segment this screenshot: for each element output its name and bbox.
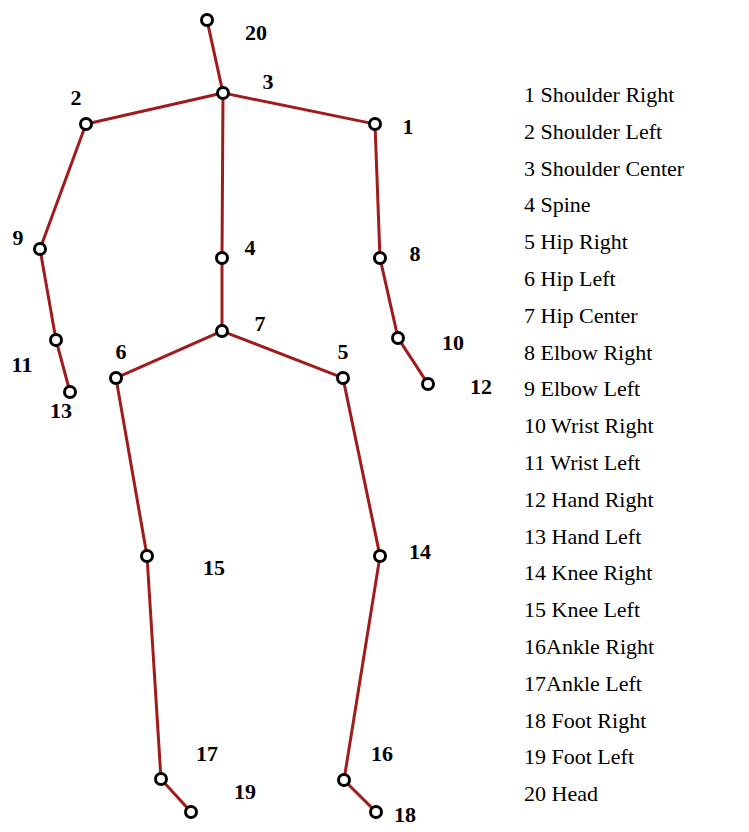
joint-circle: 7	[215, 324, 229, 338]
joint-legend-text: 1 Shoulder Right	[524, 84, 674, 106]
joint-number: 7	[255, 313, 266, 335]
joint-number: 8	[410, 243, 421, 265]
joint-legend-text: 8 Elbow Right	[524, 342, 652, 364]
bone-line	[122, 334, 215, 375]
joint-number: 11	[12, 354, 33, 376]
joint-circle: 4	[215, 251, 229, 265]
joint-number: 10	[442, 332, 464, 354]
joint-number: 17	[196, 743, 218, 765]
joint-legend-text: 7 Hip Center	[524, 305, 638, 327]
joint-legend-text: 10 Wrist Right	[524, 415, 654, 437]
bone-line	[402, 344, 424, 378]
joint-circle: 3	[216, 86, 230, 100]
joint-circle: 17	[154, 772, 168, 786]
joint-number: 20	[245, 22, 267, 44]
joint-number: 16	[371, 743, 393, 765]
joint-number: 2	[71, 87, 82, 109]
joint-circle: 14	[373, 549, 387, 563]
joint-circle: 19	[184, 805, 198, 819]
bone-line	[221, 265, 224, 324]
joint-legend-text: 14 Knee Right	[524, 562, 652, 584]
joint-circle: 11	[49, 333, 63, 347]
joint-circle: 10	[391, 331, 405, 345]
joint-circle: 2	[79, 117, 93, 131]
joint-circle: 12	[421, 377, 435, 391]
bone-line	[58, 347, 68, 385]
joint-legend-text: 9 Elbow Left	[524, 378, 640, 400]
bone-line	[345, 563, 379, 773]
bone-line	[382, 265, 397, 331]
bone-line	[41, 256, 55, 333]
bone-line	[166, 784, 187, 807]
joint-number: 1	[403, 116, 414, 138]
joint-legend-text: 6 Hip Left	[524, 268, 616, 290]
joint-legend-text: 17Ankle Left	[524, 673, 642, 695]
joint-number: 6	[116, 341, 127, 363]
bone-line	[344, 385, 378, 549]
joint-legend-text: 3 Shoulder Center	[524, 158, 684, 180]
joint-circle: 18	[369, 805, 383, 819]
bone-line	[349, 785, 371, 807]
joint-legend-text: 16Ankle Right	[524, 636, 654, 658]
joint-circle: 8	[373, 251, 387, 265]
joint-legend-text: 13 Hand Left	[524, 526, 641, 548]
bone-line	[230, 94, 368, 122]
joint-circle: 13	[63, 385, 77, 399]
joint-number: 15	[203, 557, 225, 579]
joint-number: 9	[13, 227, 24, 249]
joint-number: 18	[394, 804, 416, 826]
joint-circle: 1	[368, 117, 382, 131]
joint-number: 4	[245, 237, 256, 259]
joint-number: 3	[263, 71, 274, 93]
joint-legend-text: 19 Foot Left	[524, 746, 634, 768]
joint-legend-text: 5 Hip Right	[524, 231, 628, 253]
bone-line	[229, 334, 337, 376]
joint-legend-text: 2 Shoulder Left	[524, 121, 662, 143]
joint-number: 13	[50, 400, 72, 422]
joint-circle: 9	[33, 242, 47, 256]
joint-legend-text: 20 Head	[524, 783, 598, 805]
joint-legend-text: 12 Hand Right	[524, 489, 654, 511]
joint-circle: 16	[337, 773, 351, 787]
joint-legend-text: 15 Knee Left	[524, 599, 640, 621]
joint-legend-text: 11 Wrist Left	[524, 452, 640, 474]
bone-line	[42, 131, 83, 243]
joint-number: 12	[470, 376, 492, 398]
joint-number: 14	[409, 541, 431, 563]
joint-number: 5	[338, 341, 349, 363]
joint-circle: 5	[336, 371, 350, 385]
bone-line	[147, 563, 160, 772]
joint-circle: 20	[200, 13, 214, 27]
joint-legend-text: 18 Foot Right	[524, 710, 646, 732]
bone-line	[208, 27, 221, 86]
bone-line	[117, 385, 146, 549]
joint-circle: 6	[109, 371, 123, 385]
bone-line	[375, 131, 379, 251]
joint-legend-text: 4 Spine	[524, 194, 591, 216]
joint-number: 19	[234, 781, 256, 803]
bone-line	[221, 100, 225, 251]
bone-line	[93, 95, 216, 123]
joint-circle: 15	[140, 549, 154, 563]
